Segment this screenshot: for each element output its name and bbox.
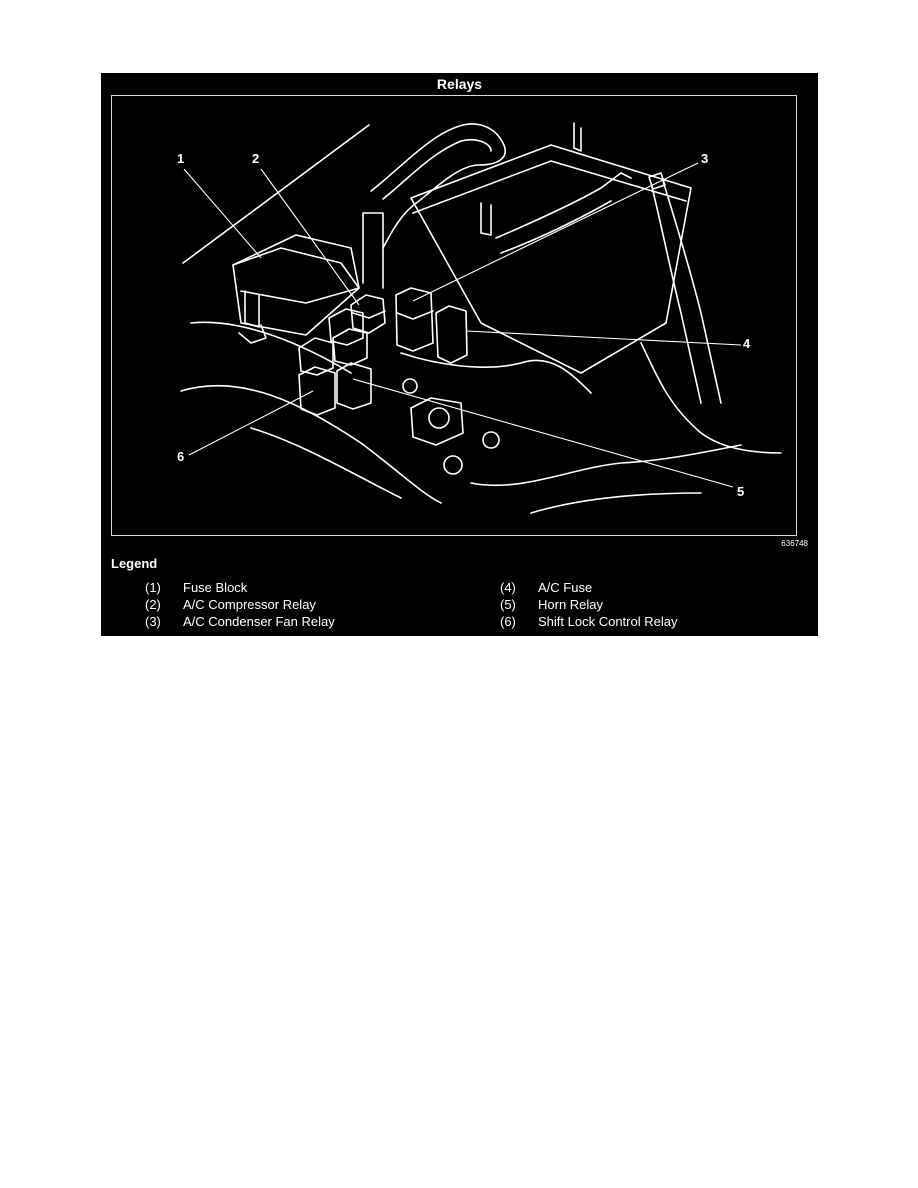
- callout-6: 6: [177, 449, 185, 464]
- legend-item-1: (1) Fuse Block: [145, 580, 247, 595]
- manifold-curve: [400, 352, 592, 394]
- legend-item-4: (4) A/C Fuse: [500, 580, 592, 595]
- ground-cable: [650, 182, 702, 404]
- engine-curve-2: [190, 321, 352, 374]
- callout-3: 3: [701, 151, 709, 166]
- right-frame-curve: [640, 342, 782, 454]
- fuse-block-latch: [244, 290, 260, 328]
- illustration-frame: [111, 95, 797, 536]
- battery-strap-2: [500, 200, 612, 254]
- legend-item-label: Shift Lock Control Relay: [538, 614, 678, 629]
- fuse-block-body: [232, 234, 360, 336]
- legend-item-number: (2): [145, 597, 161, 612]
- legend-item-5: (5) Horn Relay: [500, 597, 603, 612]
- leader-1: [183, 168, 262, 259]
- manifold-curve-2: [470, 444, 742, 487]
- bolt-2: [402, 378, 418, 394]
- legend-item-label: Horn Relay: [538, 597, 604, 612]
- battery-cable-inner: [382, 138, 492, 200]
- legend-item-number: (4): [500, 580, 516, 595]
- diagram-panel: Relays: [101, 73, 818, 636]
- legend-item-label: Fuse Block: [183, 580, 248, 595]
- relay-b: [298, 337, 334, 376]
- relay-a: [328, 308, 364, 346]
- fuse-block-mount: [238, 324, 267, 344]
- engine-curve-1: [180, 384, 442, 504]
- legend-title: Legend: [111, 556, 158, 571]
- fuse-block-top: [232, 247, 360, 289]
- ground-cable-2: [662, 180, 722, 404]
- leader-2: [260, 168, 360, 306]
- legend-item-3: (3) A/C Condenser Fan Relay: [145, 614, 335, 629]
- legend-item-2: (2) A/C Compressor Relay: [145, 597, 316, 612]
- legend-item-number: (6): [500, 614, 516, 629]
- legend-item-number: (1): [145, 580, 161, 595]
- bracket: [410, 397, 464, 446]
- battery-terminal-left: [480, 202, 492, 236]
- leader-6: [188, 390, 314, 456]
- bolt-3: [482, 431, 500, 449]
- leader-5: [352, 378, 734, 488]
- battery-cable: [370, 123, 506, 249]
- relay-horn: [336, 362, 372, 410]
- bolt-4: [443, 455, 463, 475]
- engine-curve-3: [250, 427, 402, 499]
- callout-1: 1: [177, 151, 185, 166]
- legend-item-label: A/C Compressor Relay: [183, 597, 316, 612]
- legend-item-6: (6) Shift Lock Control Relay: [500, 614, 677, 629]
- engine-bay-illustration: [180, 122, 782, 514]
- fuse-block-front: [240, 287, 360, 304]
- bolt-1: [428, 407, 450, 429]
- support-post: [362, 212, 384, 289]
- relay-compressor: [350, 294, 386, 334]
- relay-compressor-face: [352, 310, 386, 319]
- battery-outline: [410, 144, 692, 374]
- callout-2: 2: [252, 151, 260, 166]
- legend-item-number: (3): [145, 614, 161, 629]
- legend-item-label: A/C Fuse: [538, 580, 593, 595]
- callout-5: 5: [737, 484, 745, 499]
- relay-shift-lock: [298, 366, 336, 416]
- legend-item-label: A/C Condenser Fan Relay: [183, 614, 335, 629]
- relay-condenser-fan: [395, 287, 434, 352]
- lower-curve: [530, 492, 702, 514]
- ac-fuse: [435, 305, 468, 364]
- leader-4: [466, 330, 742, 346]
- diagram-title: Relays: [436, 76, 483, 92]
- battery-terminal-right: [573, 122, 582, 152]
- battery-top-edge: [412, 160, 687, 214]
- hood-edge-line: [182, 124, 370, 264]
- battery-strap: [495, 172, 632, 239]
- callout-4: 4: [743, 336, 751, 351]
- figure-id: 636748: [781, 539, 808, 548]
- legend-item-number: (5): [500, 597, 516, 612]
- relay-condenser-face: [396, 310, 434, 320]
- relay-c: [332, 328, 368, 366]
- leader-3: [412, 162, 699, 302]
